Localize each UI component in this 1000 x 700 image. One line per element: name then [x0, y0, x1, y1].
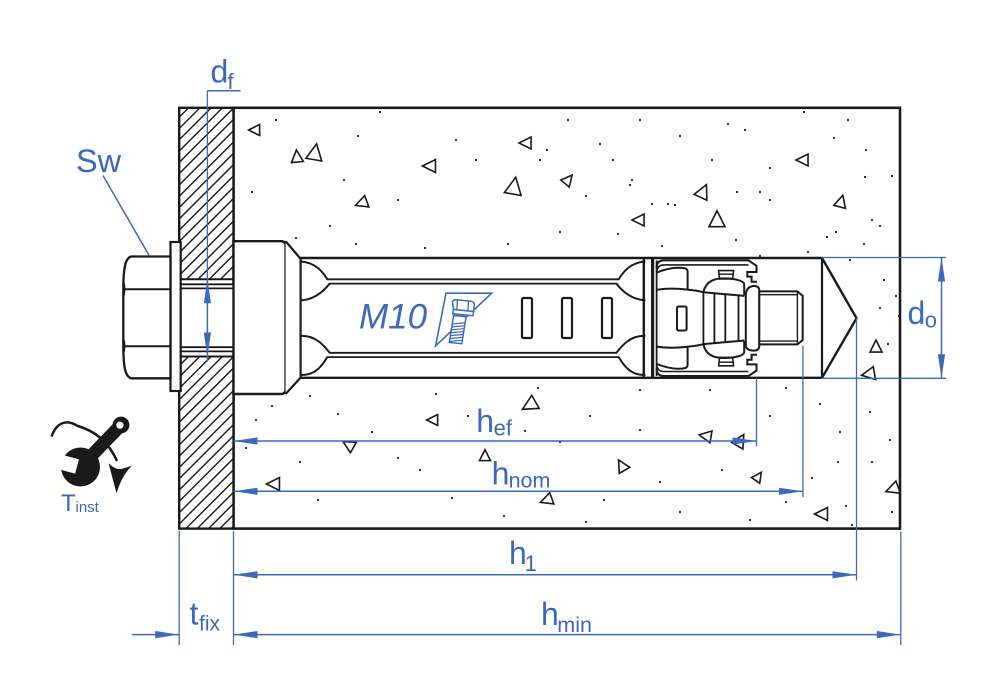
svg-text:d: d [211, 54, 229, 90]
svg-text:t: t [190, 596, 199, 632]
svg-text:ef: ef [494, 416, 513, 441]
svg-text:h: h [492, 455, 510, 491]
svg-text:h: h [476, 403, 494, 439]
svg-text:h: h [541, 596, 559, 632]
svg-text:1: 1 [525, 551, 538, 576]
svg-text:M10: M10 [359, 298, 428, 337]
svg-text:min: min [557, 613, 592, 637]
svg-text:nom: nom [509, 468, 551, 492]
svg-text:h: h [509, 535, 527, 571]
svg-text:inst: inst [76, 499, 100, 516]
svg-text:T: T [61, 490, 76, 517]
svg-text:f: f [228, 69, 235, 94]
svg-text:o: o [925, 308, 937, 333]
svg-text:d: d [908, 295, 926, 331]
svg-text:Sw: Sw [76, 143, 122, 179]
svg-text:fix: fix [199, 613, 221, 636]
